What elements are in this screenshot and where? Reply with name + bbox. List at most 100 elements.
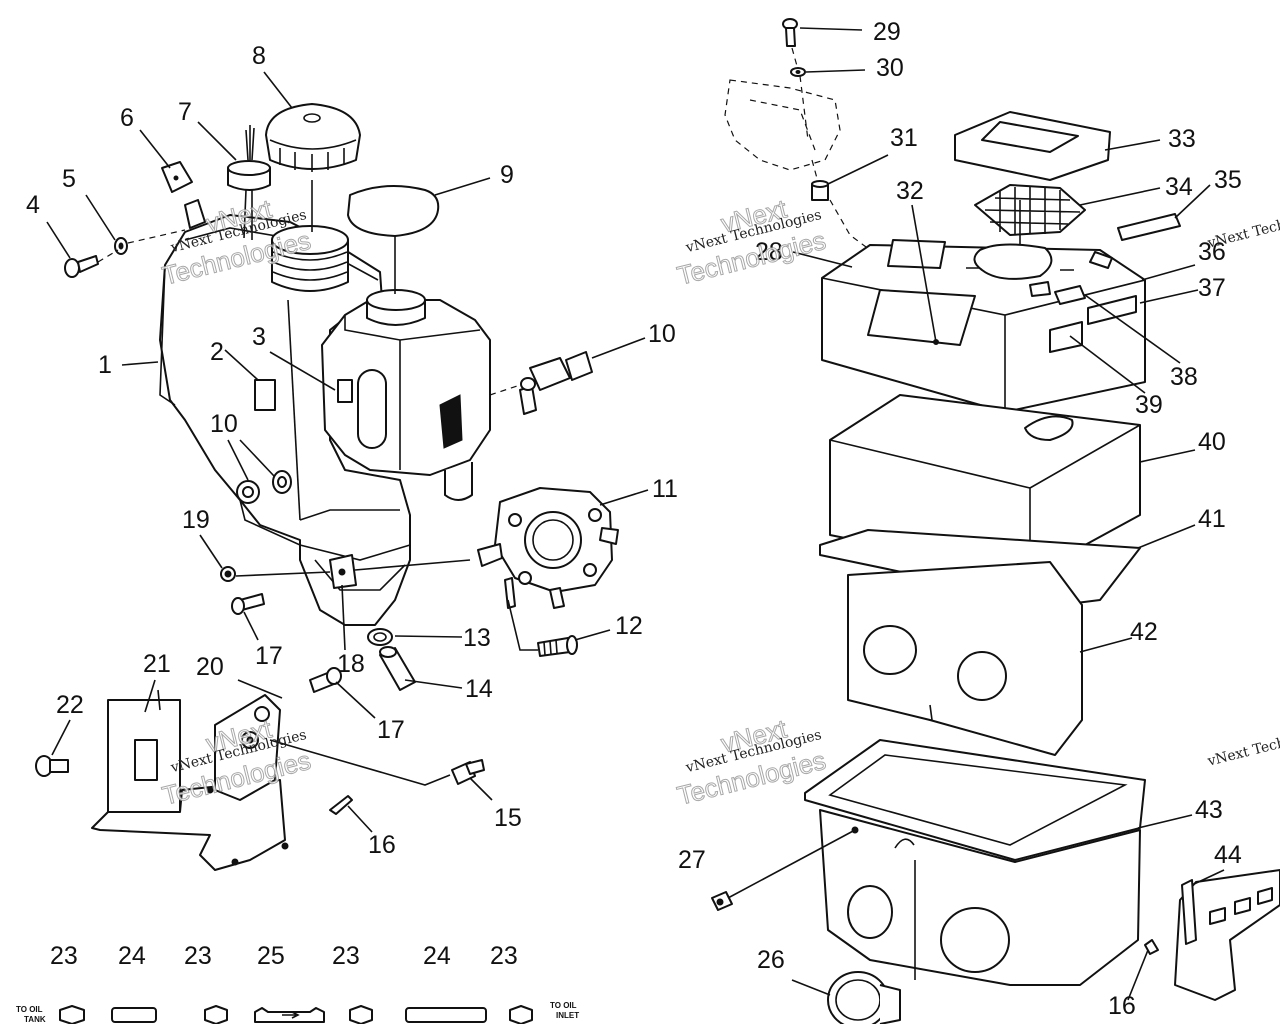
callout-13: 13 xyxy=(463,624,491,652)
callout-23-a: 23 xyxy=(50,942,78,970)
filter-frame-33 xyxy=(954,111,1111,181)
callout-40: 40 xyxy=(1198,428,1226,456)
filter-screen-34 xyxy=(974,184,1086,270)
oil-reservoir xyxy=(321,289,491,501)
bracket-20 xyxy=(214,694,281,801)
callout-41: 41 xyxy=(1198,505,1226,533)
left-leaders xyxy=(46,71,649,833)
screw-17-upper xyxy=(231,593,265,615)
callout-15: 15 xyxy=(494,804,522,832)
screw-4 xyxy=(64,255,99,278)
line-labels: TO OIL TANK TO OIL INLET xyxy=(16,1001,579,1024)
screw-29 xyxy=(782,18,798,47)
callout-3: 3 xyxy=(252,323,266,351)
callout-numbers: 1 2 3 4 5 6 7 8 9 10 10 11 12 13 14 15 1… xyxy=(26,18,1242,1020)
decal-2 xyxy=(254,379,276,411)
callout-17-lower: 17 xyxy=(377,716,405,744)
callout-5: 5 xyxy=(62,165,76,193)
clamp-15 xyxy=(451,759,485,785)
bracket-44 xyxy=(1174,869,1280,1001)
nut-19 xyxy=(220,566,236,582)
callout-11: 11 xyxy=(652,475,678,503)
label-to-oil-tank-2: TANK xyxy=(24,1015,46,1024)
tank-filler-neck xyxy=(271,225,349,292)
callout-43: 43 xyxy=(1195,796,1223,824)
callout-12: 12 xyxy=(615,612,643,640)
callout-9: 9 xyxy=(500,161,514,189)
label-to-oil-tank-1: TO OIL xyxy=(16,1005,43,1014)
watermark-edge-lower: vNext Technologies xyxy=(1205,720,1280,769)
callout-14: 14 xyxy=(465,675,493,703)
callout-17-upper: 17 xyxy=(255,642,283,670)
watermark-edge-upper: vNext Technologies xyxy=(1205,202,1280,251)
callout-7: 7 xyxy=(178,98,192,126)
callout-24-a: 24 xyxy=(118,942,146,970)
callout-31: 31 xyxy=(890,124,918,152)
decal-35 xyxy=(1117,213,1181,241)
watermark-brand-6: vNext Technologies xyxy=(1205,720,1280,769)
callout-1: 1 xyxy=(98,351,112,379)
oil-pump-11 xyxy=(477,487,619,609)
callout-2: 2 xyxy=(210,338,224,366)
callout-18: 18 xyxy=(337,650,365,678)
callout-19: 19 xyxy=(182,506,210,534)
airbox-base-43 xyxy=(804,739,1146,986)
tie-16-left xyxy=(329,795,353,815)
callout-33: 33 xyxy=(1168,125,1196,153)
grommet-31 xyxy=(811,180,829,201)
callout-25: 25 xyxy=(257,942,285,970)
grommet-13 xyxy=(367,628,393,646)
callout-29: 29 xyxy=(873,18,901,46)
callout-16-right: 16 xyxy=(1108,992,1136,1020)
boot-26 xyxy=(827,971,901,1024)
callout-42: 42 xyxy=(1130,618,1158,646)
callout-24-b: 24 xyxy=(423,942,451,970)
callout-20: 20 xyxy=(196,653,224,681)
callout-37: 37 xyxy=(1198,274,1226,302)
washer-5 xyxy=(114,237,128,255)
callout-10-left: 10 xyxy=(210,410,238,438)
callout-39: 39 xyxy=(1135,391,1163,419)
oil-tank-body xyxy=(159,214,411,626)
washer-30 xyxy=(790,67,806,77)
callout-22: 22 xyxy=(56,691,84,719)
fastener-27 xyxy=(711,891,733,911)
mount-plate-21 xyxy=(91,699,289,871)
callout-23-b: 23 xyxy=(184,942,212,970)
screw-12 xyxy=(507,599,578,657)
callout-23-c: 23 xyxy=(332,942,360,970)
nuts-10 xyxy=(236,470,292,504)
label-to-oil-inlet-1: TO OIL xyxy=(550,1001,577,1010)
callout-35: 35 xyxy=(1214,166,1242,194)
callout-23-d: 23 xyxy=(490,942,518,970)
callout-4: 4 xyxy=(26,191,40,219)
bracket-18 xyxy=(329,554,357,589)
callout-38: 38 xyxy=(1170,363,1198,391)
label-to-oil-inlet-2: INLET xyxy=(556,1011,579,1020)
watermark-brand-5: vNext Technologies xyxy=(1205,202,1280,251)
hose-kit xyxy=(59,1005,533,1024)
clip-6 xyxy=(161,161,206,229)
fitting-10 xyxy=(489,351,593,415)
gasket-9 xyxy=(347,185,440,237)
callout-30: 30 xyxy=(876,54,904,82)
frame-reference xyxy=(724,79,871,251)
callout-6: 6 xyxy=(120,104,134,132)
decal-3 xyxy=(337,379,353,403)
adapter-14 xyxy=(379,646,416,691)
plate-42 xyxy=(847,561,1083,756)
airbox-cover-36 xyxy=(821,239,1146,413)
callout-8: 8 xyxy=(252,42,266,70)
level-sender-7 xyxy=(227,125,271,240)
callout-27: 27 xyxy=(678,846,706,874)
right-leaders xyxy=(791,27,1225,1001)
callout-28: 28 xyxy=(755,238,783,266)
filler-cap-8 xyxy=(265,103,361,232)
callout-34: 34 xyxy=(1165,173,1193,201)
watermark-upper-right: vNext vNext Technologies Technologies xyxy=(674,193,830,291)
foam-40 xyxy=(829,394,1141,576)
callout-10-right: 10 xyxy=(648,320,676,348)
callout-16-left: 16 xyxy=(368,831,396,859)
screw-22 xyxy=(35,755,69,777)
